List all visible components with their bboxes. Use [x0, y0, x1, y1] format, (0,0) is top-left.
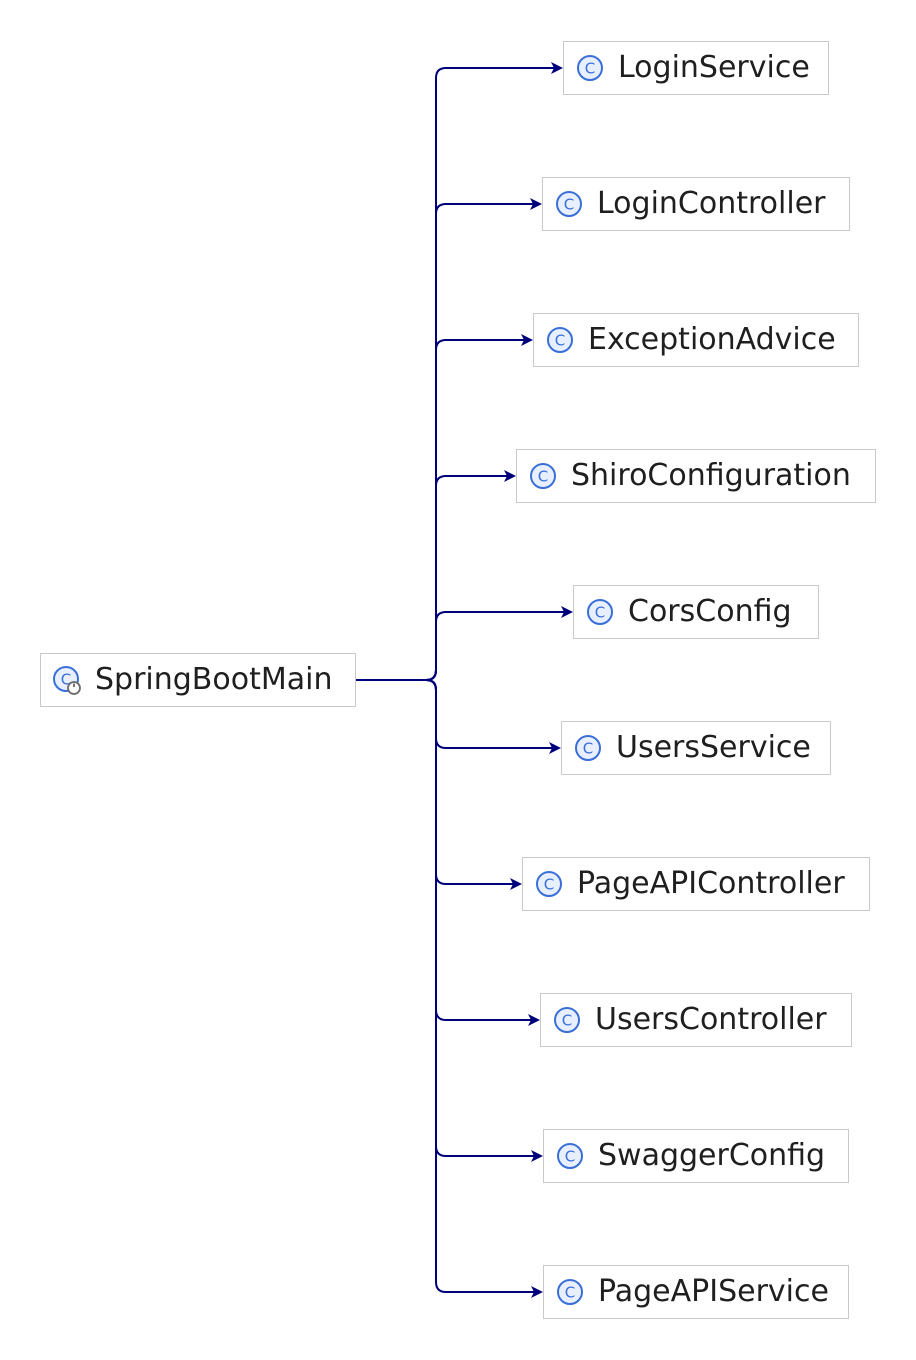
svg-text:C: C [61, 671, 71, 689]
class-label: UsersService [616, 730, 811, 765]
class-node-page-api-controller[interactable]: C PageAPIController [522, 857, 870, 911]
class-icon: C [554, 1007, 580, 1033]
svg-text:C: C [585, 60, 595, 78]
svg-text:C: C [595, 604, 605, 622]
class-label: ExceptionAdvice [588, 322, 836, 357]
class-node-exception-advice[interactable]: C ExceptionAdvice [533, 313, 859, 367]
class-icon: C [587, 599, 613, 625]
class-icon: C [557, 1279, 583, 1305]
class-label: PageAPIController [577, 866, 845, 901]
class-label: PageAPIService [598, 1274, 829, 1309]
class-label: CorsConfig [628, 594, 792, 629]
edge-arrow-8 [356, 679, 540, 1026]
class-icon: C [530, 463, 556, 489]
edge-arrow-2 [356, 198, 542, 681]
edge-arrow-10 [356, 679, 543, 1298]
svg-text:C: C [555, 332, 565, 350]
svg-text:C: C [583, 740, 593, 758]
class-icon: C [547, 327, 573, 353]
svg-text:C: C [565, 1284, 575, 1302]
class-label: UsersController [595, 1002, 827, 1037]
svg-text:C: C [564, 196, 574, 214]
edge-arrow-6 [356, 679, 561, 754]
svg-text:C: C [544, 876, 554, 894]
class-node-cors-config[interactable]: C CorsConfig [573, 585, 819, 639]
edge-arrow-7 [356, 679, 522, 890]
class-node-page-api-service[interactable]: C PageAPIService [543, 1265, 849, 1319]
root-label: SpringBootMain [95, 662, 333, 697]
class-label: LoginService [618, 50, 810, 85]
class-label: ShiroConfiguration [571, 458, 851, 493]
class-icon: C [557, 1143, 583, 1169]
svg-text:C: C [565, 1148, 575, 1166]
class-node-shiro-configuration[interactable]: C ShiroConfiguration [516, 449, 876, 503]
edge-arrow-3 [356, 334, 533, 681]
class-node-login-service[interactable]: C LoginService [563, 41, 829, 95]
class-icon: C [575, 735, 601, 761]
edge-arrow-5 [356, 606, 573, 681]
class-node-users-service[interactable]: C UsersService [561, 721, 831, 775]
root-node[interactable]: C SpringBootMain [40, 653, 356, 707]
class-label: SwaggerConfig [598, 1138, 826, 1173]
edge-arrow-1 [356, 62, 563, 681]
class-node-login-controller[interactable]: C LoginController [542, 177, 850, 231]
class-icon: C [536, 871, 562, 897]
edge-arrow-9 [356, 679, 543, 1162]
spring-boot-class-icon: C [53, 666, 81, 695]
class-icon: C [556, 191, 582, 217]
class-label: LoginController [597, 186, 826, 221]
class-node-users-controller[interactable]: C UsersController [540, 993, 852, 1047]
svg-text:C: C [562, 1012, 572, 1030]
class-node-swagger-config[interactable]: C SwaggerConfig [543, 1129, 849, 1183]
class-icon: C [577, 55, 603, 81]
svg-text:C: C [538, 468, 548, 486]
